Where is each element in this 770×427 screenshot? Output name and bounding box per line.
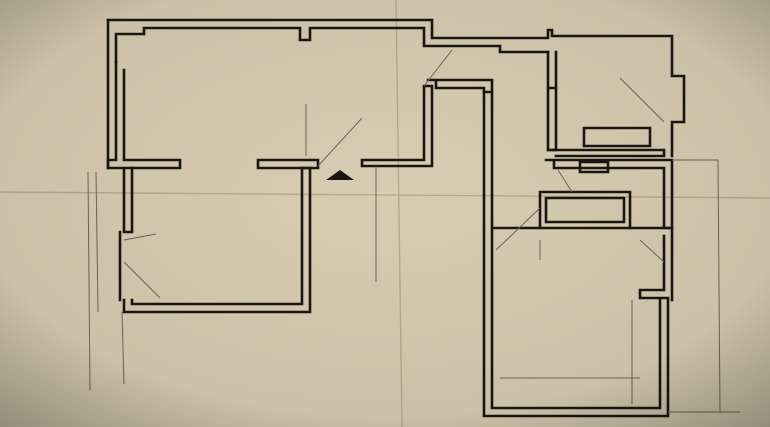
photo-vignette <box>0 0 770 427</box>
floor-plan-drawing <box>0 0 770 427</box>
floor-plan-photo <box>0 0 770 427</box>
